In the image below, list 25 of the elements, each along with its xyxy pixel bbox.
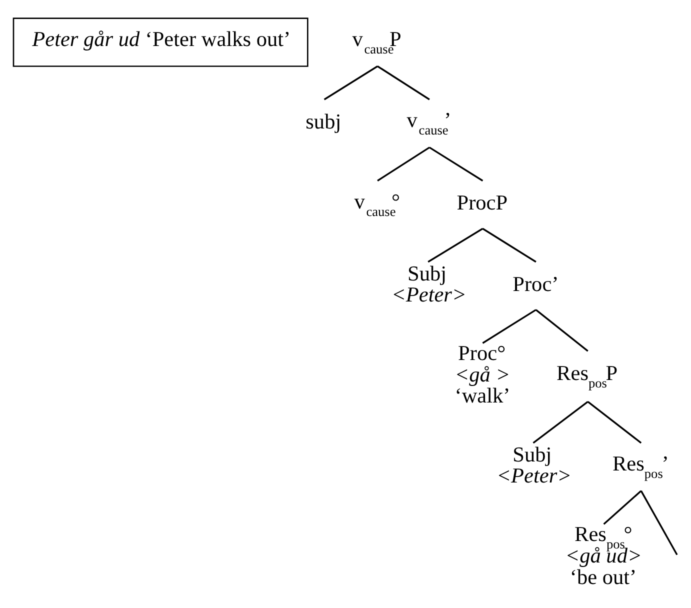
connector [603, 490, 642, 524]
connector [377, 146, 430, 181]
node-text: v$_{cause}$P [352, 26, 402, 56]
connector [532, 400, 588, 444]
connector [640, 490, 678, 555]
connector [587, 400, 642, 444]
node-text: v$_{cause}$’ [406, 108, 452, 138]
connector [482, 227, 536, 262]
node-text: Res$_{pos}$’ [612, 451, 669, 481]
node-text: subj [306, 109, 342, 134]
node-box: Peter går ud ‘Peter walks out’ [12, 17, 308, 66]
connector [428, 227, 484, 262]
node-text: Res$_{pos}$P [556, 360, 618, 390]
connector [535, 308, 588, 352]
node-text: v$_{cause}$° [354, 188, 400, 218]
node-text: Subj <Peter> [392, 260, 466, 306]
connector [377, 65, 430, 100]
node-text: Res$_{pos}$° <gå ud> ‘be out’ [565, 522, 642, 588]
node-text: Subj <Peter> [496, 442, 572, 488]
node-text: Proc’ [512, 271, 559, 296]
node-text: ProcP [456, 190, 508, 214]
connector [324, 65, 378, 100]
connector [482, 308, 536, 344]
node-text: Proc° <gå > ‘walk’ [454, 340, 510, 408]
connector [428, 146, 484, 181]
